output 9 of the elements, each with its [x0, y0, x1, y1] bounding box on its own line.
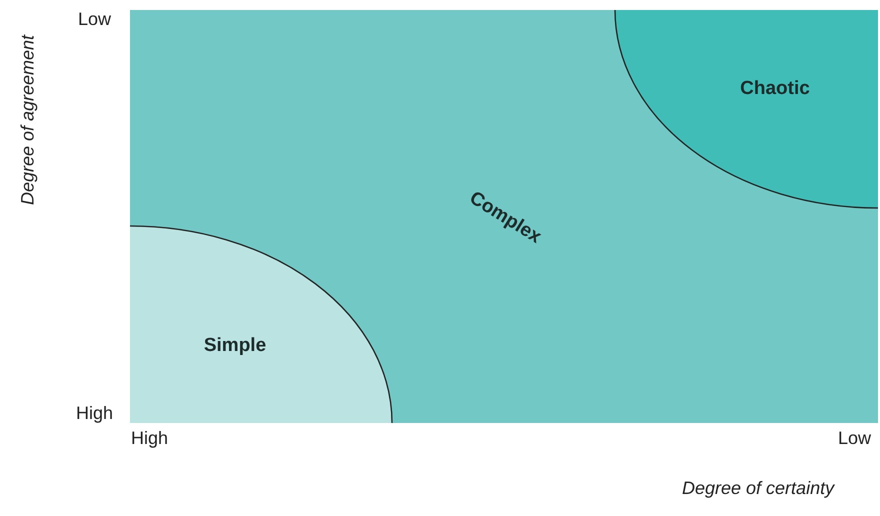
- axis-tick-label: Low: [838, 428, 872, 449]
- complex-region: [130, 10, 878, 423]
- region-label: Simple: [204, 335, 266, 357]
- axis-title: Degree of certainty: [682, 478, 834, 499]
- axis-tick-label: High: [131, 428, 168, 449]
- axis-title: Degree of agreement: [18, 34, 38, 206]
- axis-tick-label: High: [76, 403, 114, 424]
- axis-tick-label: Low: [78, 9, 112, 30]
- region-label: Chaotic: [740, 78, 810, 100]
